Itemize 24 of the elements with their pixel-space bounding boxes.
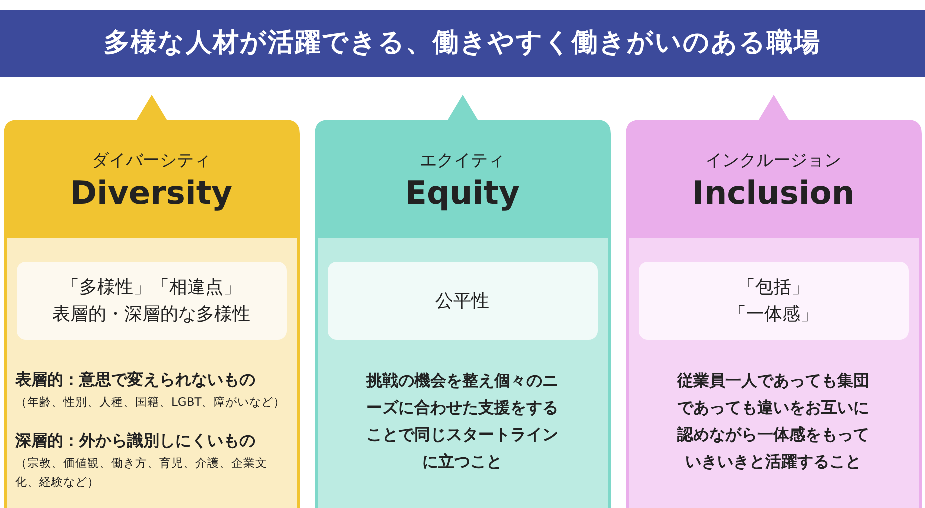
card-heading: Equity <box>404 173 521 213</box>
keyword-box <box>16 262 286 340</box>
katakana-reading: エクイティ <box>419 150 506 172</box>
keyword-box <box>328 262 598 340</box>
note-text: （年齢、性別、人種、国籍、LGBT、障がいなど） <box>16 394 287 411</box>
keyword-box <box>638 262 908 340</box>
subheading: 表層的：意思で変えられないもの <box>16 369 256 391</box>
callout-card <box>4 93 300 508</box>
description-text: 従業員一人であっても集団であっても違いをお互いに認めながら一体感をもっていきいきと活躍すること <box>676 370 870 473</box>
callout-card <box>314 93 610 508</box>
keyword-text: 「一体感」 <box>728 303 818 327</box>
katakana-reading: インクルージョン <box>704 150 842 172</box>
title-banner: 多様な人材が活躍できる、働きやすく働きがいのある職場 <box>0 10 925 77</box>
subheading: 深層的：外から識別しにくいもの <box>16 430 256 452</box>
card-heading: Diversity <box>69 173 234 213</box>
keyword-text: 「多様性」「相違点」 <box>62 276 242 300</box>
katakana-reading: ダイバーシティ <box>91 150 212 172</box>
keyword-text: 表層的・深層的な多様性 <box>52 303 250 327</box>
card-heading: Inclusion <box>691 173 856 213</box>
description-text: 挑戦の機会を整え個々のニーズに合わせた支援をすることで同じスタートラインに立つこと <box>365 370 560 473</box>
keyword-text: 「包括」 <box>738 276 810 300</box>
callout-card <box>626 93 922 508</box>
note-text: （宗教、価値観、働き方、育児、介護、企業文化、経験など） <box>16 455 268 491</box>
keyword-text: 公平性 <box>436 290 490 314</box>
